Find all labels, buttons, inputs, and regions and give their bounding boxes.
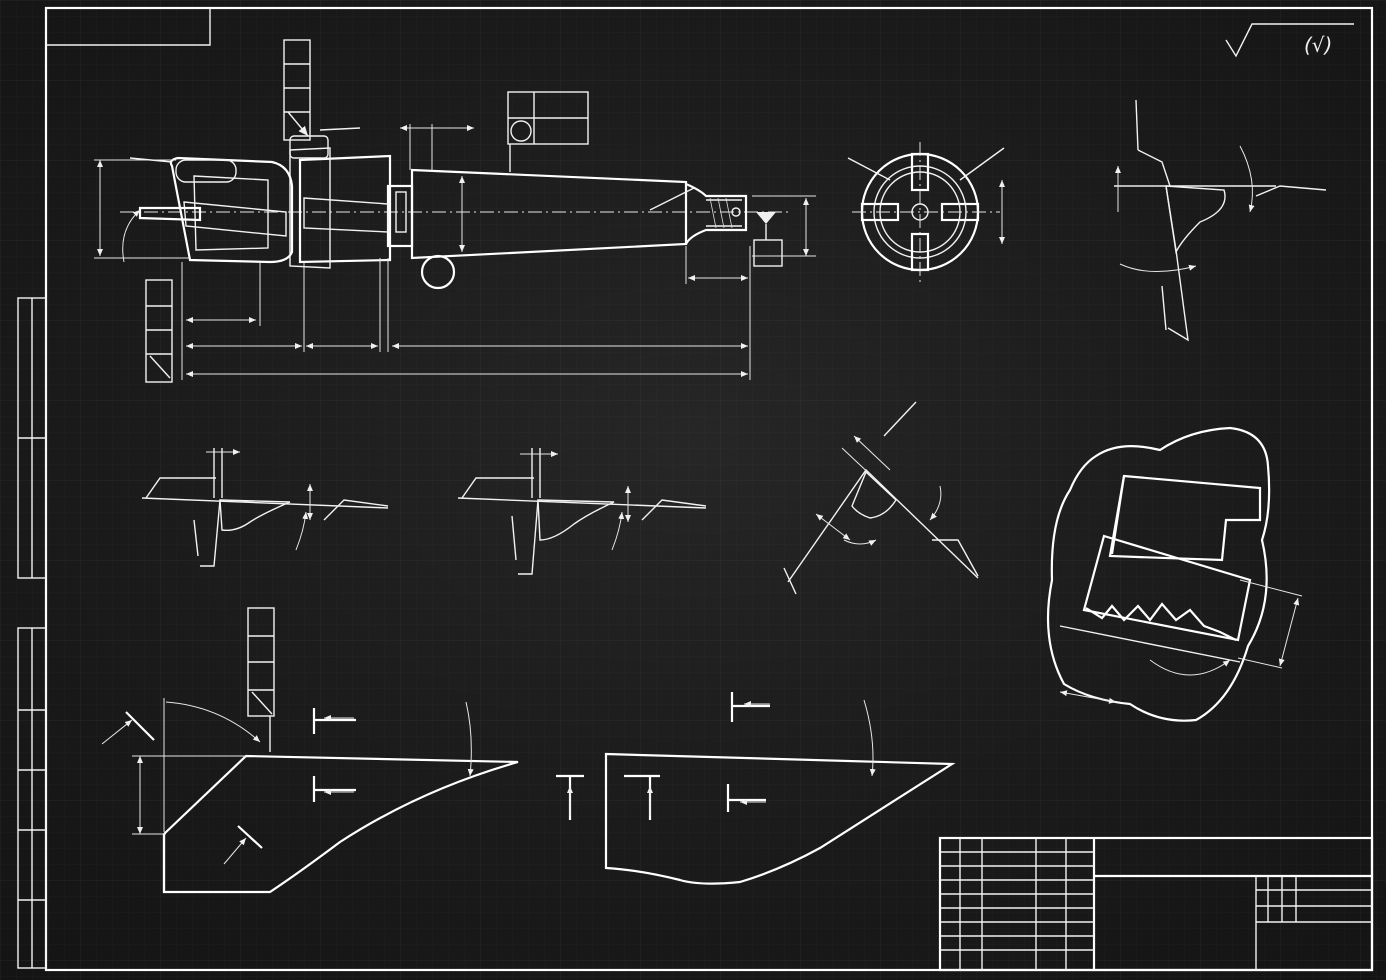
drawing-frame (17, 6, 1374, 972)
roughness-note: (√) (1304, 33, 1332, 57)
cutting-edge-detail-top-right (1114, 99, 1327, 342)
cutting-edge-detail-3-angled (783, 401, 979, 595)
section-detail-right (1046, 426, 1303, 722)
chuck-end-view (847, 142, 1005, 284)
main-assembly-view (94, 39, 816, 383)
cutting-edge-detail-2 (457, 448, 707, 575)
blade-view-left (101, 607, 519, 894)
cutting-edge-detail-1 (141, 448, 389, 567)
title-block (938, 836, 1374, 972)
roughness-mark: (√) (1225, 23, 1354, 58)
blade-view-right (556, 692, 956, 885)
